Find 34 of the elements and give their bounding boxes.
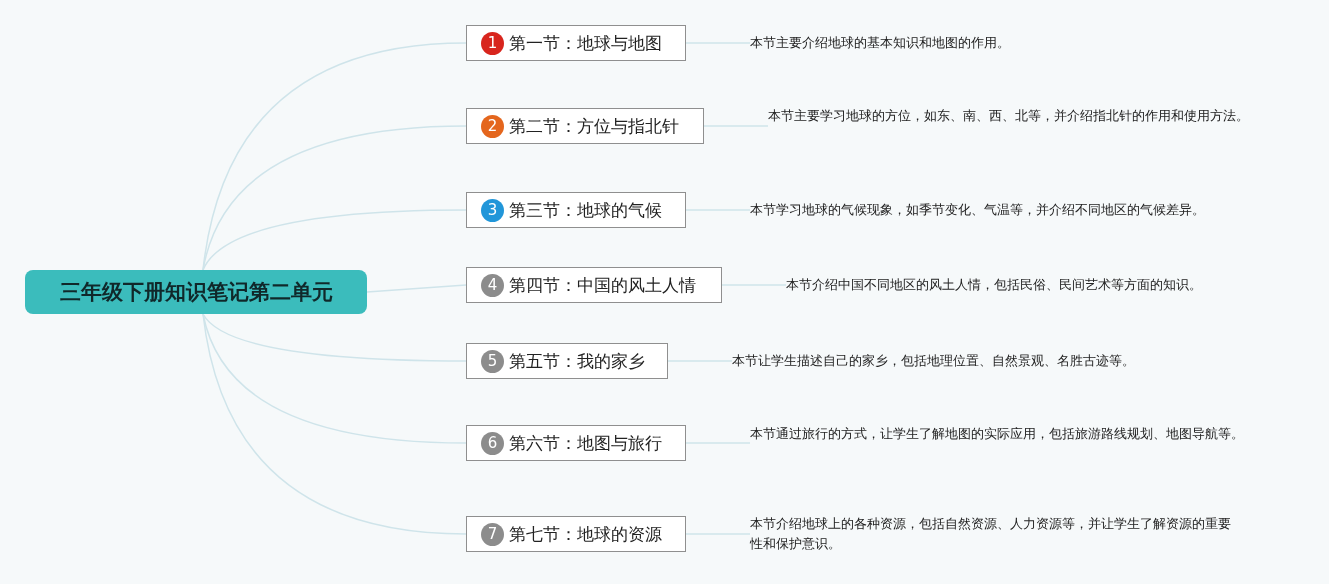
description-text: 本节主要介绍地球的基本知识和地图的作用。: [750, 33, 1270, 53]
description-text: 本节通过旅行的方式，让学生了解地图的实际应用，包括旅游路线规划、地图导航等。: [750, 424, 1250, 444]
number-badge: 6: [481, 431, 504, 455]
section-title: 第四节：中国的风土人情: [509, 273, 696, 297]
section-title: 第七节：地球的资源: [509, 522, 662, 546]
section-box: [466, 108, 704, 144]
connector-line: [366, 284, 467, 293]
section-title: 第五节：我的家乡: [509, 349, 645, 373]
connector-line: [202, 313, 467, 535]
connector-line: [202, 209, 467, 271]
description-text: 本节学习地球的气候现象，如季节变化、气温等，并介绍不同地区的气候差异。: [750, 200, 1270, 220]
section-box: [466, 25, 686, 61]
section-box: [466, 516, 686, 552]
section-title: 第一节：地球与地图: [509, 31, 662, 55]
number-badge: 4: [481, 273, 504, 297]
number-badge: 3: [481, 198, 504, 222]
description-text: 本节让学生描述自己的家乡，包括地理位置、自然景观、名胜古迹等。: [732, 351, 1252, 371]
number-badge: 1: [481, 31, 504, 55]
section-box: [466, 343, 668, 379]
section-box: [466, 192, 686, 228]
section-box: [466, 425, 686, 461]
number-badge: 2: [481, 114, 504, 138]
section-title: 第三节：地球的气候: [509, 198, 662, 222]
section-box: [466, 267, 722, 303]
description-text: 本节介绍地球上的各种资源，包括自然资源、人力资源等，并让学生了解资源的重要性和保护意识。: [750, 514, 1235, 554]
section-title: 第二节：方位与指北针: [509, 114, 679, 138]
root-topic: 三年级下册知识笔记第二单元: [25, 270, 367, 314]
number-badge: 7: [481, 522, 504, 546]
description-text: 本节主要学习地球的方位，如东、南、西、北等，并介绍指北针的作用和使用方法。: [768, 106, 1268, 126]
description-text: 本节介绍中国不同地区的风土人情，包括民俗、民间艺术等方面的知识。: [786, 275, 1286, 295]
section-title: 第六节：地图与旅行: [509, 431, 662, 455]
connector-line: [202, 42, 467, 271]
number-badge: 5: [481, 349, 504, 373]
connector-line: [202, 313, 467, 362]
